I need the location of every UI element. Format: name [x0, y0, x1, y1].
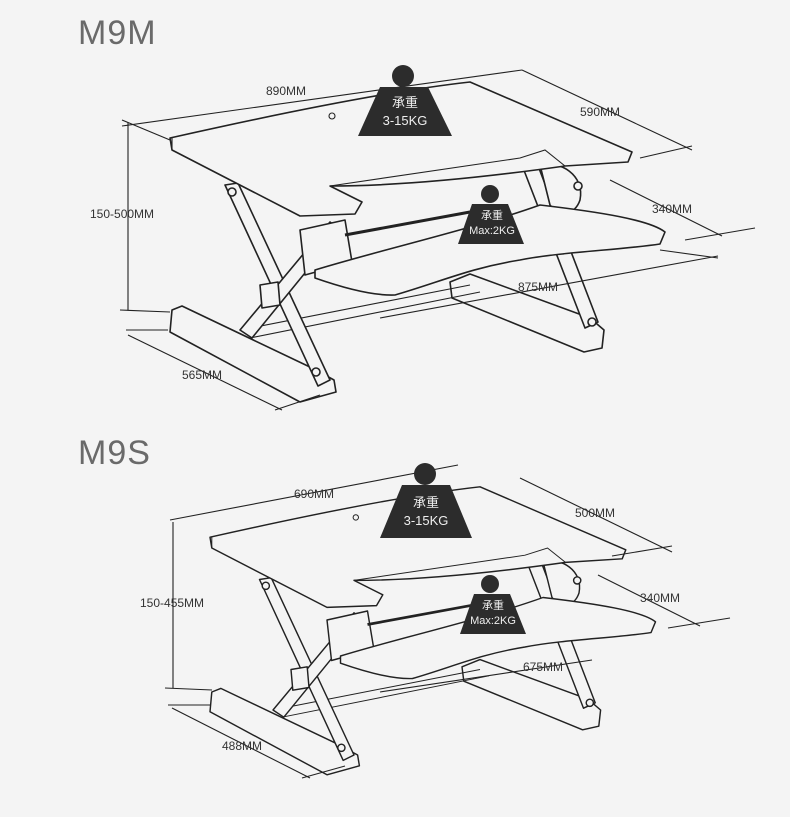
m9m-tray-weight-icon	[458, 185, 524, 244]
m9s-top-weight-icon	[380, 463, 472, 538]
m9s-tray-load: 承重 Max:2KG	[461, 599, 525, 629]
m9m-tray-width-label: 875MM	[518, 280, 559, 294]
m9m-tray-depth-label: 340MM	[652, 202, 693, 216]
load-label: 承重	[482, 600, 504, 612]
m9m-height-label: 150-500MM	[90, 207, 155, 221]
m9s-tray-weight-icon	[460, 575, 526, 634]
m9s-tray-width-label: 675MM	[523, 660, 564, 674]
load-value: 3-15KG	[403, 512, 449, 528]
load-label: 承重	[412, 495, 439, 510]
load-value: Max:2KG	[470, 614, 516, 627]
m9m-width-label: 890MM	[266, 84, 307, 98]
m9s-height-label: 150-455MM	[140, 596, 205, 610]
model-title-m9m: M9M	[78, 14, 157, 52]
m9s-width-label: 690MM	[294, 487, 335, 501]
m9m-depth-label: 590MM	[580, 105, 621, 119]
m9m-tray-load: 承重 Max:2KG	[460, 209, 524, 239]
m9s-desk-drawing	[164, 464, 731, 779]
m9s-top-load: 承重 3-15KG	[386, 494, 466, 529]
load-value: 3-15KG	[382, 112, 428, 128]
load-label: 承重	[391, 95, 418, 110]
m9m-base-label: 565MM	[182, 368, 223, 382]
m9s-base-label: 488MM	[222, 739, 263, 753]
m9m-top-load: 承重 3-15KG	[365, 94, 445, 129]
m9m-top-weight-icon	[358, 65, 452, 136]
m9s-tray-depth-label: 340MM	[640, 591, 681, 605]
load-label: 承重	[481, 210, 503, 222]
model-title-m9s: M9S	[78, 434, 151, 472]
m9m-desk-drawing	[119, 69, 756, 411]
m9s-depth-label: 500MM	[575, 506, 616, 520]
load-value: Max:2KG	[469, 224, 515, 237]
